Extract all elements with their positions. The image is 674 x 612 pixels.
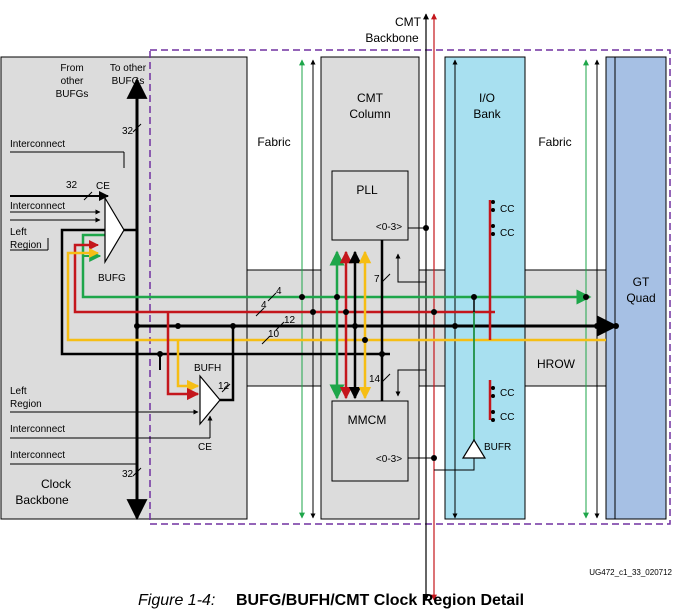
interconnect-label-4: Interconnect [10, 450, 65, 461]
bus-12-hrow-label: 12 [284, 315, 296, 326]
bus-10-label: 10 [268, 329, 280, 340]
bufh-yellow-input [176, 340, 200, 393]
cmt-backbone-label-2: Backbone [365, 31, 419, 45]
clock-backbone-label-1: Clock [41, 477, 72, 491]
left-region-top-label-1: Left [10, 227, 27, 238]
bus-32-top-label: 32 [122, 126, 134, 137]
from-bufgs-label-3: BUFGs [56, 89, 89, 100]
bus-14-label: 14 [369, 374, 381, 385]
bufh-buffer [199, 374, 221, 426]
bus-7-label: 7 [374, 274, 380, 285]
caption-title: BUFG/BUFH/CMT Clock Region Detail [236, 592, 524, 609]
hrow-label: HROW [537, 357, 576, 371]
cc-label-2: CC [500, 228, 514, 239]
fabric-right-label: Fabric [538, 135, 571, 149]
cmt-backbone-label-1: CMT [395, 15, 422, 29]
fabric-left-label: Fabric [257, 135, 290, 149]
to-bufgs-label-2: BUFGs [112, 76, 145, 87]
pll-block [331, 170, 409, 241]
io-bank [444, 56, 526, 520]
gt-quad-label-2: Quad [626, 291, 655, 305]
bufg-buffer [104, 195, 125, 265]
clock-region-boundary [149, 49, 671, 525]
caption-number: Figure 1-4: [138, 592, 215, 609]
clock-backbone-region [0, 56, 248, 520]
to-bufgs-label-1: To other [110, 63, 147, 74]
from-bufgs-label-1: From [60, 63, 83, 74]
cmt-column-label-1: CMT [357, 91, 384, 105]
pll-port-label: <0-3> [376, 222, 402, 233]
bus-slashes [83, 123, 391, 477]
cc-label-3: CC [500, 388, 514, 399]
left-region-black-return [60, 228, 390, 356]
cc-dots [491, 200, 495, 422]
mmcm-port-label: <0-3> [376, 454, 402, 465]
interconnect-label-1: Interconnect [10, 139, 65, 150]
left-region-top-label-2: Region [10, 240, 42, 251]
interconnect-label-2: Interconnect [10, 201, 65, 212]
bus-32-ce-label: 32 [66, 180, 78, 191]
ce-top-label: CE [96, 181, 110, 192]
doc-code-label: UG472_c1_33_020712 [589, 568, 672, 577]
pll-label: PLL [356, 183, 378, 197]
cmt-column-label-2: Column [349, 107, 390, 121]
mmcm-label: MMCM [348, 413, 387, 427]
cc-label-4: CC [500, 412, 514, 423]
cc-label-1: CC [500, 204, 514, 215]
junction-dots [134, 225, 619, 461]
interconnect-label-3: Interconnect [10, 424, 65, 435]
ce-bottom-label: CE [198, 442, 212, 453]
bus-4-a-label: 4 [276, 286, 282, 297]
bufh-label: BUFH [194, 363, 221, 374]
bufh-red-input [166, 312, 200, 401]
mmcm-block [331, 400, 409, 482]
io-bank-label-1: I/O [479, 91, 495, 105]
gt-quad [605, 56, 667, 520]
bufg-label: BUFG [98, 273, 126, 284]
from-bufgs-label-2: other [61, 76, 84, 87]
clock-backbone-label-2: Backbone [15, 493, 69, 507]
bus-4-b-label: 4 [261, 300, 267, 311]
bus-12-bufh-label: 12 [218, 381, 230, 392]
left-region-bottom-label-1: Left [10, 386, 27, 397]
left-region-bottom-label-2: Region [10, 399, 42, 410]
io-bank-label-2: Bank [473, 107, 501, 121]
bufr-label: BUFR [484, 442, 511, 453]
mmcm-bus-14 [395, 369, 426, 397]
pll-bus-7 [395, 253, 426, 283]
bufr-output [434, 458, 475, 471]
bus-32-bottom-label: 32 [122, 469, 134, 480]
gt-quad-label-1: GT [633, 275, 650, 289]
bufh-output [220, 326, 235, 402]
